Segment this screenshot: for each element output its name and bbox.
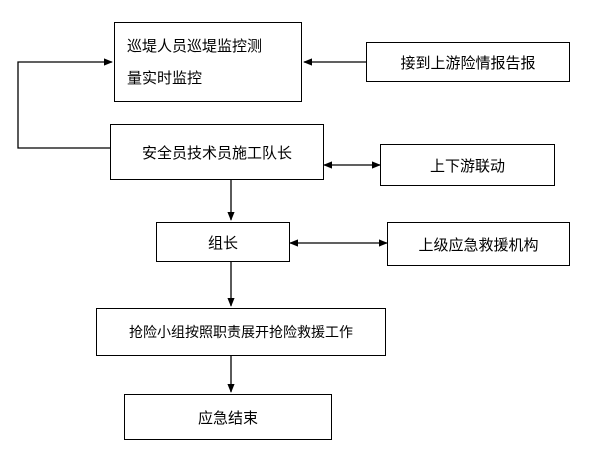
node-patrol-line-1: 巡堤人员巡堤监控测 — [127, 37, 263, 55]
node-patrol-monitoring: 巡堤人员巡堤监控测 量实时监控 — [114, 22, 302, 102]
node-updown-link: 上下游联动 — [380, 144, 555, 186]
node-safety-officer: 安全员技术员施工队长 — [110, 124, 324, 180]
node-team-leader: 组长 — [156, 222, 290, 262]
node-rescue-work-label: 抢险小组按照职责展开抢险救援工作 — [129, 325, 353, 341]
node-rescue-work: 抢险小组按照职责展开抢险救援工作 — [96, 308, 386, 356]
node-safety-officer-label: 安全员技术员施工队长 — [141, 143, 292, 162]
node-upstream-report-label: 接到上游险情报告报 — [400, 53, 536, 72]
node-emergency-end: 应急结束 — [124, 394, 332, 440]
node-patrol-line-2: 量实时监控 — [127, 69, 203, 87]
node-emergency-end-label: 应急结束 — [197, 408, 258, 427]
arrow-safety-to-patrol — [17, 58, 113, 149]
node-higher-rescue-label: 上级应急救援机构 — [418, 235, 539, 254]
node-updown-link-label: 上下游联动 — [429, 156, 505, 175]
node-team-leader-label: 组长 — [207, 233, 238, 252]
node-higher-rescue: 上级应急救援机构 — [387, 222, 570, 266]
node-upstream-report: 接到上游险情报告报 — [366, 42, 570, 82]
